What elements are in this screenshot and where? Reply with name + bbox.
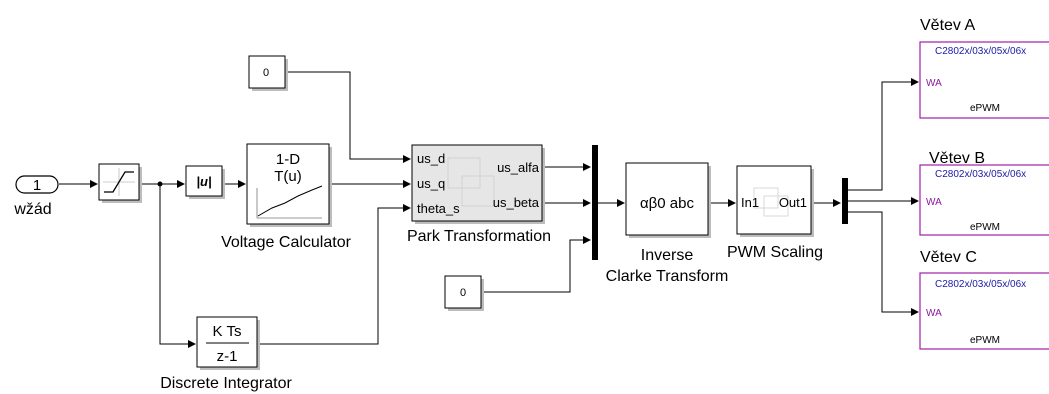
park-out-alfa: us_alfa	[497, 160, 540, 175]
wire-demux-epwm-c[interactable]	[848, 211, 919, 316]
inverse-clarke-block[interactable]: αβ0 abc Inverse Clarke Transform	[606, 162, 729, 285]
wire-demux-epwm-a[interactable]	[848, 78, 919, 191]
lookup-func: T(u)	[274, 168, 302, 185]
saturation-block[interactable]	[98, 163, 142, 203]
clarke-label-line1: Inverse	[641, 247, 694, 264]
inport-number: 1	[33, 177, 41, 194]
discrete-integrator-block[interactable]: K Ts z-1 Discrete Integrator	[160, 316, 292, 392]
epwm-b-title: Větev B	[929, 150, 985, 167]
clarke-label-line2: Clarke Transform	[606, 268, 729, 285]
constant-top-value: 0	[263, 67, 269, 79]
pwm-scaling-block[interactable]: In1 Out1 PWM Scaling	[727, 165, 823, 261]
park-in-theta: theta_s	[417, 201, 460, 216]
epwm-c-name: ePWM	[970, 335, 1000, 346]
wire-const-usd[interactable]	[286, 71, 411, 163]
epwm-c-title: Větev C	[920, 249, 977, 266]
integrator-denominator: z-1	[217, 348, 238, 365]
voltage-calculator-block[interactable]: 1-D T(u) Voltage Calculator	[221, 143, 352, 251]
constant-bottom-value: 0	[460, 287, 466, 299]
park-subsystem-icon	[447, 157, 481, 189]
pwm-scaling-label: PWM Scaling	[727, 244, 823, 261]
inport-label: wžád	[13, 201, 51, 218]
integrator-numerator: K Ts	[213, 323, 242, 340]
epwm-b-device: C2802x/03x/05x/06x	[935, 169, 1026, 180]
constant-bottom-block[interactable]: 0	[444, 275, 484, 311]
park-in-usq: us_q	[417, 176, 445, 191]
epwm-a-port: WA	[926, 78, 942, 89]
epwm-b-name: ePWM	[970, 222, 1000, 233]
park-out-beta: us_beta	[493, 195, 540, 210]
pwm-out-port: Out1	[779, 195, 807, 210]
lookup-curve-icon	[257, 185, 323, 217]
epwm-a-name: ePWM	[970, 103, 1000, 114]
constant-top-block[interactable]: 0	[248, 55, 288, 91]
epwm-c-port: WA	[926, 308, 942, 319]
lookup-title: 1-D	[276, 151, 300, 168]
abs-block[interactable]: |u|	[185, 165, 225, 199]
saturation-curve-icon	[104, 171, 134, 193]
park-in-usd: us_d	[417, 151, 445, 166]
abs-label: |u|	[196, 174, 211, 189]
mux-block[interactable]	[592, 145, 598, 260]
demux-block[interactable]	[842, 178, 848, 224]
park-transformation-block[interactable]: us_d us_q theta_s us_alfa us_beta Park T…	[407, 144, 551, 245]
signal-wires	[59, 71, 919, 348]
wire-const-mux[interactable]	[482, 236, 591, 293]
clarke-text: αβ0 abc	[640, 195, 694, 212]
branch-point	[157, 181, 163, 187]
pwm-in-port: In1	[741, 195, 759, 210]
epwm-a-title: Větev A	[920, 17, 975, 34]
epwm-block-a[interactable]: Větev A C2802x/03x/05x/06x WA ePWM	[919, 17, 1049, 119]
pwm-subsystem-icon	[753, 187, 779, 209]
wire-integrator-theta[interactable]	[257, 204, 411, 345]
integrator-label: Discrete Integrator	[160, 375, 292, 392]
lookup-label: Voltage Calculator	[221, 234, 352, 251]
epwm-block-c[interactable]: Větev C C2802x/03x/05x/06x WA ePWM	[919, 249, 1049, 350]
epwm-block-b[interactable]: Větev B C2802x/03x/05x/06x WA ePWM	[919, 150, 1049, 236]
wire-branch-integrator[interactable]	[159, 184, 196, 348]
epwm-b-port: WA	[926, 197, 942, 208]
park-label: Park Transformation	[407, 228, 551, 245]
epwm-c-device: C2802x/03x/05x/06x	[935, 279, 1026, 290]
inport-block[interactable]: 1 wžád	[13, 175, 59, 218]
epwm-a-device: C2802x/03x/05x/06x	[935, 46, 1026, 57]
